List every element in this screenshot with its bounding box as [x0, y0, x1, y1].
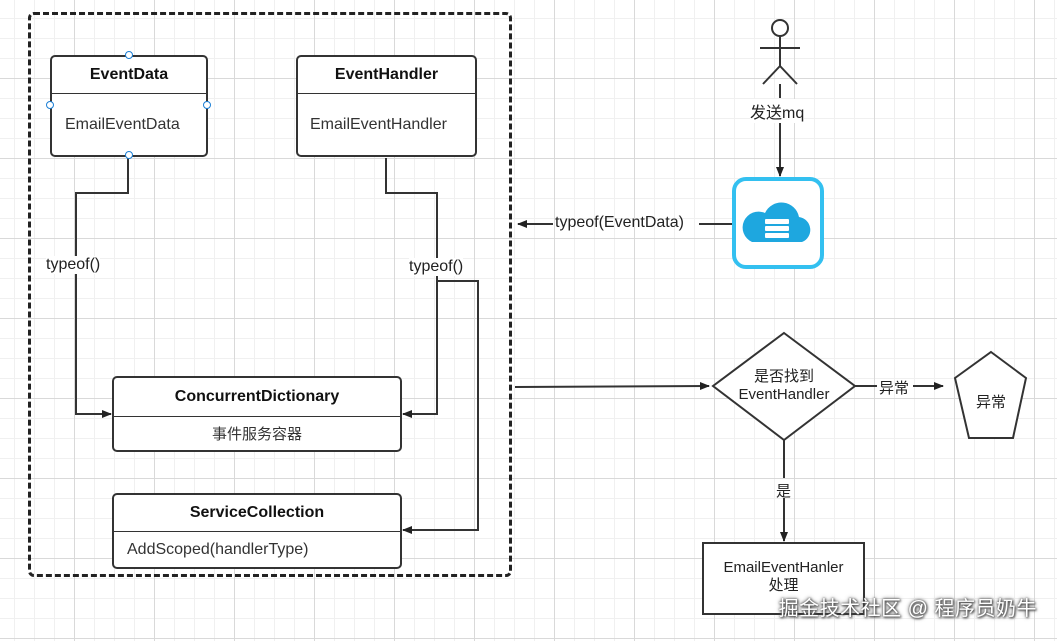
servicecollection-body: AddScoped(handlerType) [127, 540, 309, 558]
result-text: EmailEventHanler 处理 [703, 559, 864, 595]
eventdata-class-box: EventData EmailEventData [50, 55, 208, 157]
container-frame [28, 12, 512, 577]
actor-label: 发送mq [750, 99, 805, 123]
eventhandler-body: EmailEventHandler [310, 115, 447, 133]
exception-pentagon [953, 350, 1028, 439]
yes-edge-label: 是 [776, 483, 792, 500]
result-box [702, 542, 865, 615]
decision-text: 是否找到 EventHandler [713, 368, 855, 404]
selection-handle-bottom[interactable] [125, 151, 133, 159]
edge-container-to-decision [514, 382, 710, 391]
eventhandler-class-box: EventHandler EmailEventHandler [296, 55, 477, 157]
cloud-server-icon [732, 177, 824, 269]
result-line1: EmailEventHanler [723, 559, 844, 576]
exception-node-text: 异常 [975, 394, 1006, 411]
decision-diamond [711, 331, 857, 442]
eventdata-body: EmailEventData [65, 115, 180, 133]
dictionary-body: 事件服务容器 [211, 426, 302, 443]
selection-handle-top[interactable] [125, 51, 133, 59]
servicecollection-class-box: ServiceCollection AddScoped(handlerType) [112, 493, 402, 569]
selection-handle-left[interactable] [46, 101, 54, 109]
mq-arrow-label: typeof(EventData) [555, 214, 684, 231]
eventdata-title: EventData [52, 57, 206, 94]
edge-eventdata-to-dictionary [75, 158, 129, 418]
typeof-label-left: typeof() [46, 256, 101, 274]
watermark: 掘金技术社区 @ 程序员奶牛 [778, 598, 1037, 620]
decision-line2: EventHandler [738, 386, 830, 403]
result-line2: 处理 [768, 577, 799, 594]
edge-eventhandler-to-dictionary [385, 158, 438, 418]
edge-eventhandler-to-servicecollection [402, 280, 479, 534]
dictionary-class-box: ConcurrentDictionary 事件服务容器 [112, 376, 402, 452]
selection-handle-right[interactable] [203, 101, 211, 109]
eventhandler-title: EventHandler [298, 57, 475, 94]
dictionary-title: ConcurrentDictionary [114, 378, 400, 417]
decision-line1: 是否找到 [753, 368, 814, 385]
servicecollection-title: ServiceCollection [114, 495, 400, 532]
exception-edge-label: 异常 [879, 380, 910, 397]
actor-stick-figure-icon [760, 19, 800, 85]
typeof-label-right: typeof() [409, 258, 464, 276]
